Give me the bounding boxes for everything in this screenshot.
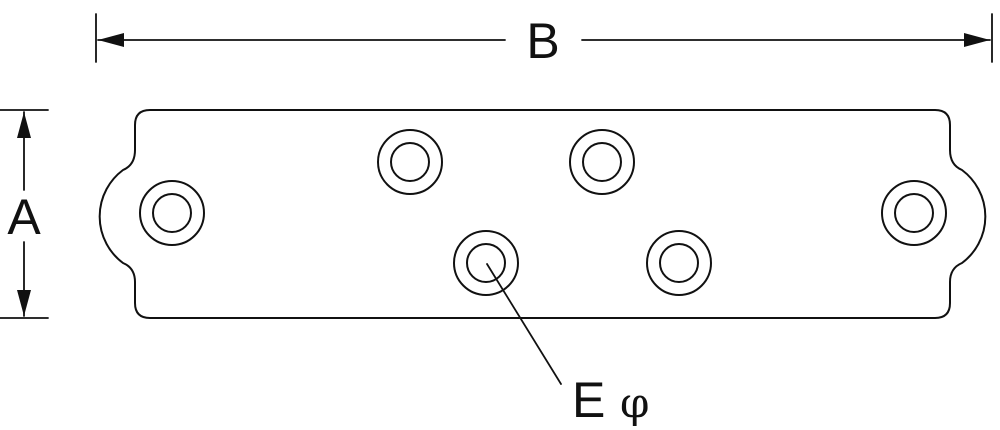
height-arrowhead-bottom xyxy=(17,290,31,316)
hole-callout-label: E xyxy=(572,372,605,428)
width-arrowhead-right xyxy=(964,33,990,47)
hole-top-right xyxy=(569,129,635,195)
width-arrowhead-left xyxy=(98,33,124,47)
diameter-symbol: φ xyxy=(620,378,649,427)
width-label: B xyxy=(526,13,559,69)
height-label: A xyxy=(7,189,41,245)
hole-left-end xyxy=(139,180,205,246)
hole-bottom-left xyxy=(453,230,519,296)
hole-callout-leader xyxy=(486,263,562,385)
hole-right-end xyxy=(881,180,947,246)
plate-outline xyxy=(98,109,987,319)
height-dimension: A xyxy=(0,109,49,319)
height-arrowhead-top xyxy=(17,112,31,138)
width-dimension: B xyxy=(95,13,993,69)
hole-bottom-right xyxy=(646,230,712,296)
hole-top-left xyxy=(377,129,443,195)
